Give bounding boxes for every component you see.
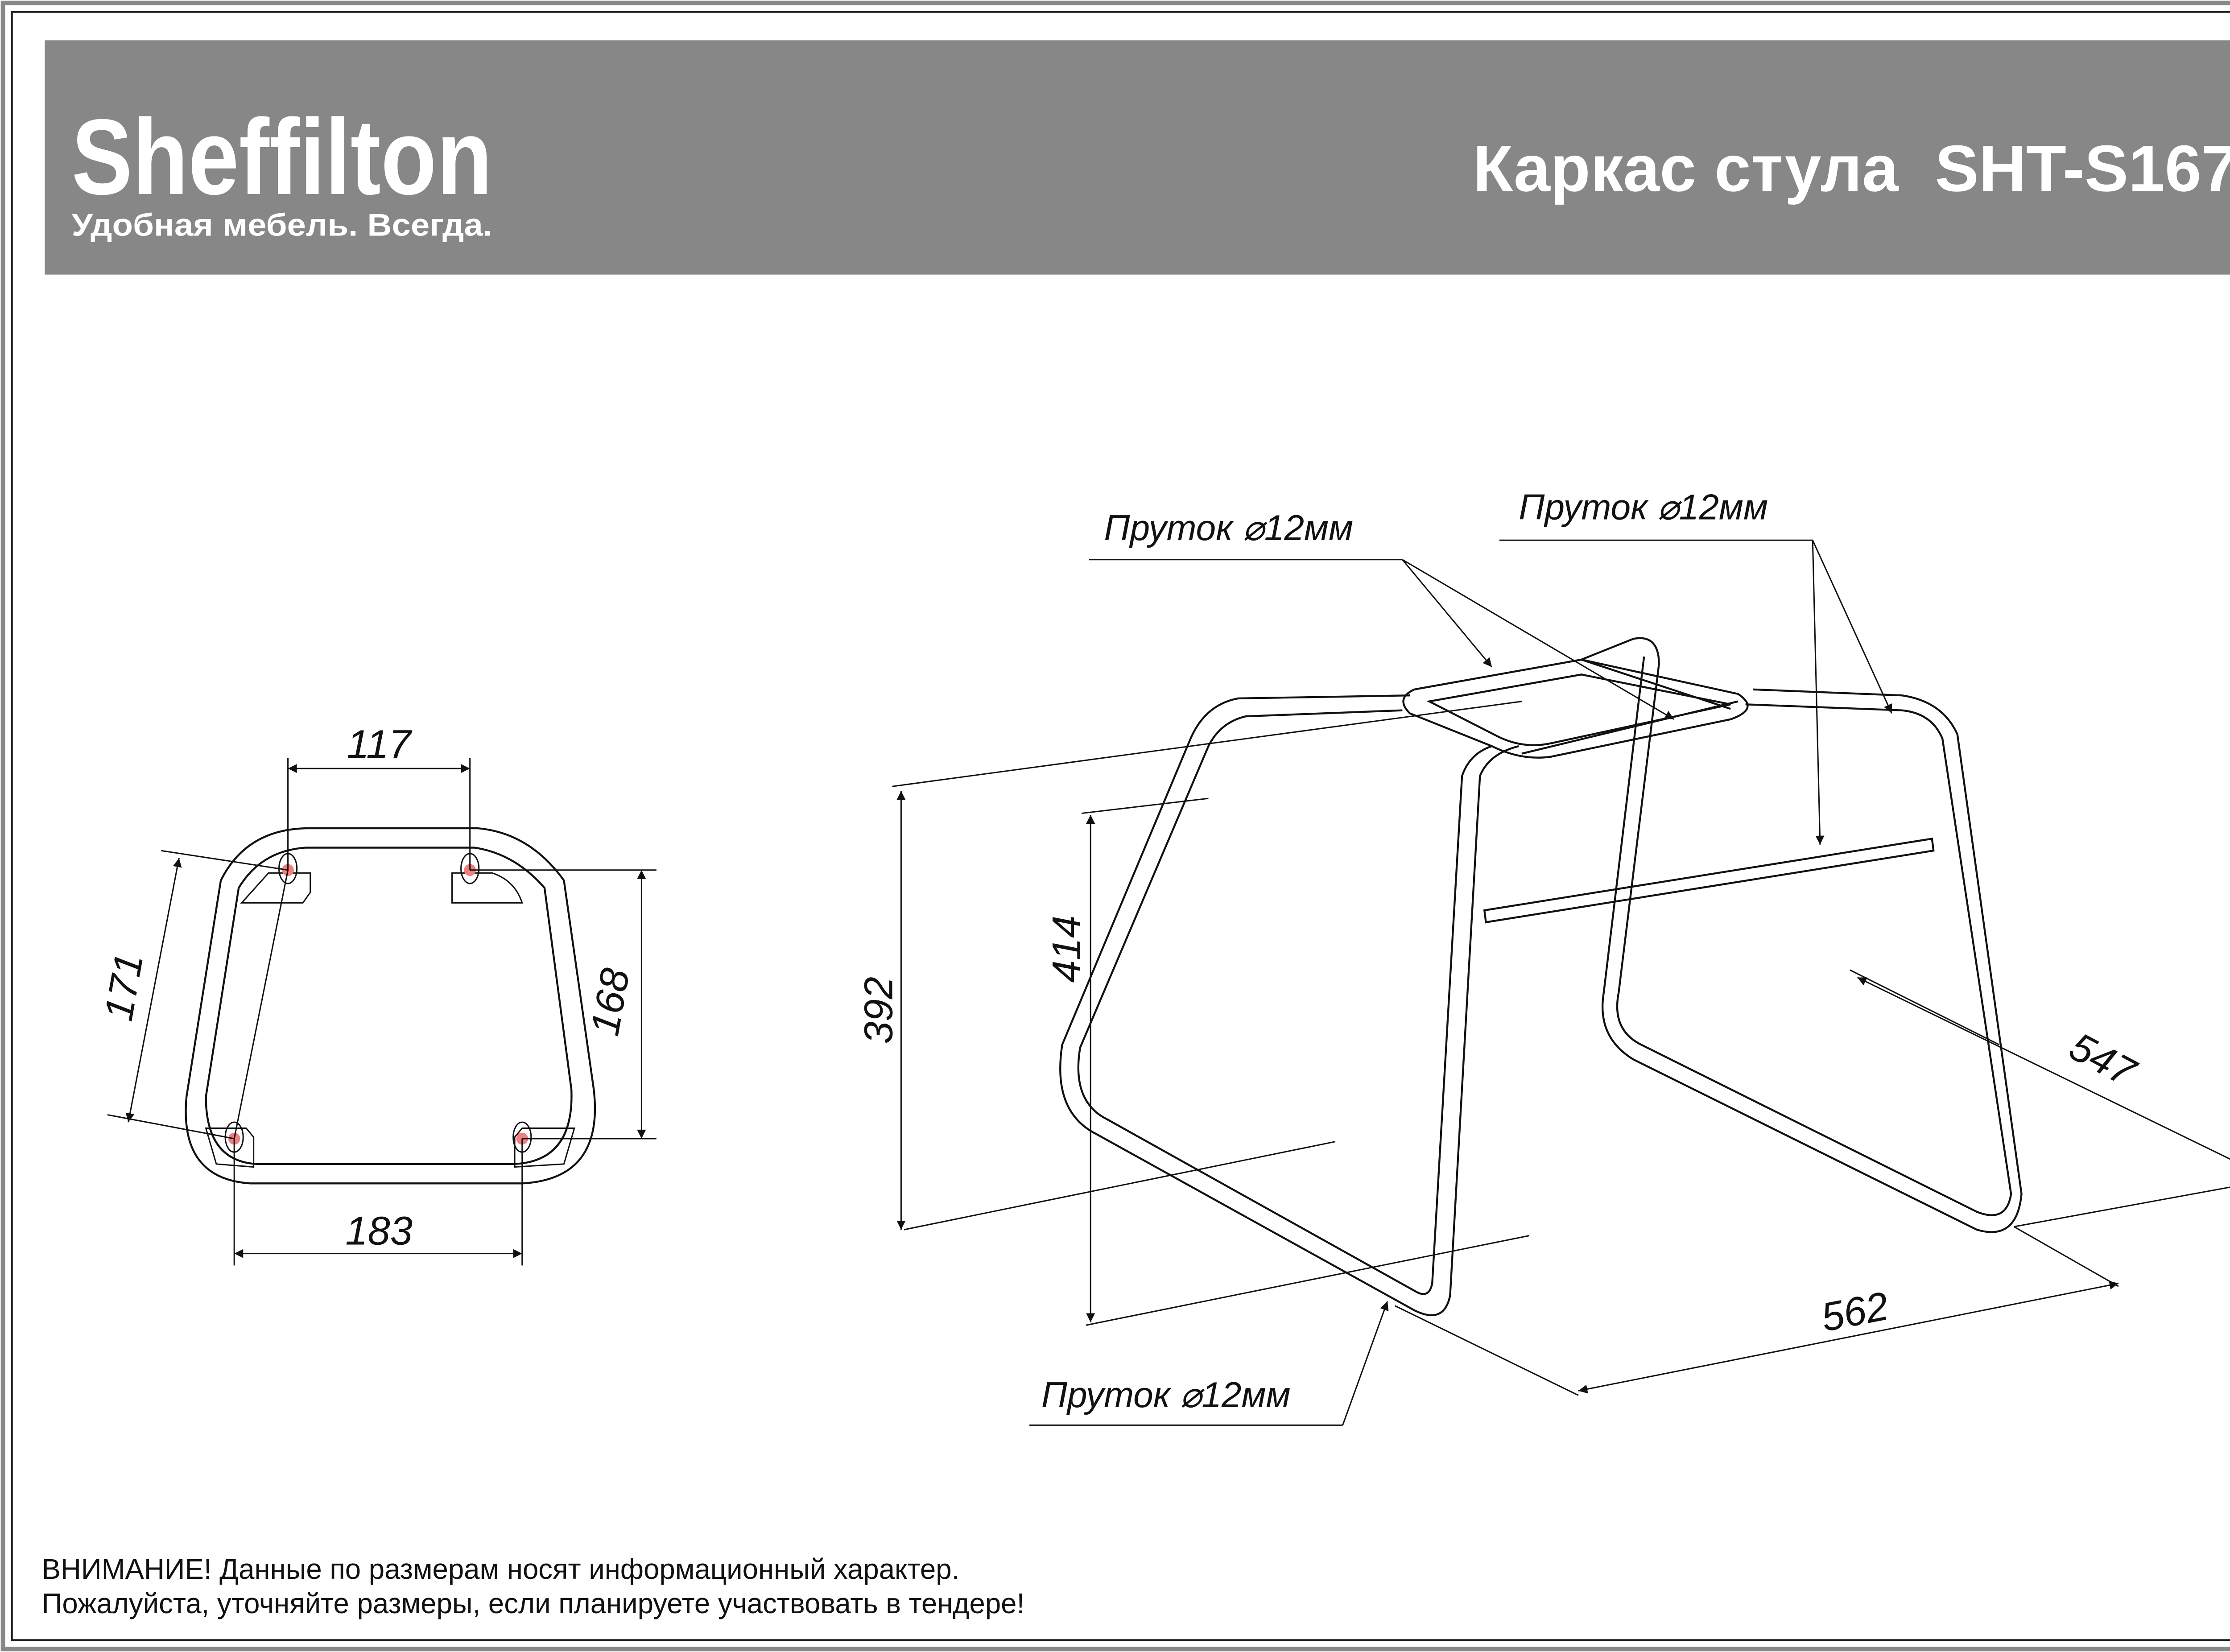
header-band: Sheffilton Удобная мебель. Всегда. Карка… xyxy=(45,40,2230,275)
front-leg-runner xyxy=(1059,694,1519,1317)
header-background xyxy=(45,40,2230,275)
dim-392: 392 xyxy=(856,977,901,1044)
leader-label-rod-1: Пруток ⌀12мм xyxy=(1104,508,1353,548)
dim-547: 547 xyxy=(2062,1024,2144,1096)
back-leg-runner xyxy=(1581,637,2012,1216)
dim-562: 562 xyxy=(1817,1283,1892,1340)
leader-label-rod-3: Пруток ⌀12мм xyxy=(1041,1375,1291,1415)
isometric-chair-frame: 392 414 547 562 Пруток ⌀12мм Пруток ⌀12м… xyxy=(856,487,2230,1426)
mounting-holes xyxy=(224,853,532,1153)
dim-171: 171 xyxy=(96,950,152,1024)
disclaimer-line-2: Пожалуйста, уточняйте размеры, если план… xyxy=(42,1588,1025,1619)
dim-168: 168 xyxy=(582,965,638,1039)
disclaimer-line-1: ВНИМАНИЕ! Данные по размерам носят инфор… xyxy=(42,1553,960,1585)
mounting-plates xyxy=(205,872,575,1168)
dim-414: 414 xyxy=(1044,916,1089,983)
dim-117: 117 xyxy=(347,722,413,767)
page-title: Каркас стула SHT-S167 xyxy=(1473,132,2230,205)
brand-logo: Sheffilton xyxy=(72,97,492,217)
seat-mount-frame xyxy=(1402,658,1749,759)
top-view-drawing: 117 183 168 171 xyxy=(96,722,657,1266)
cross-bar xyxy=(1483,837,1935,924)
inner-border xyxy=(11,11,2230,1641)
leader-label-rod-2: Пруток ⌀12мм xyxy=(1519,487,1768,527)
brand-tagline: Удобная мебель. Всегда. xyxy=(72,207,492,243)
dim-183: 183 xyxy=(345,1209,413,1254)
